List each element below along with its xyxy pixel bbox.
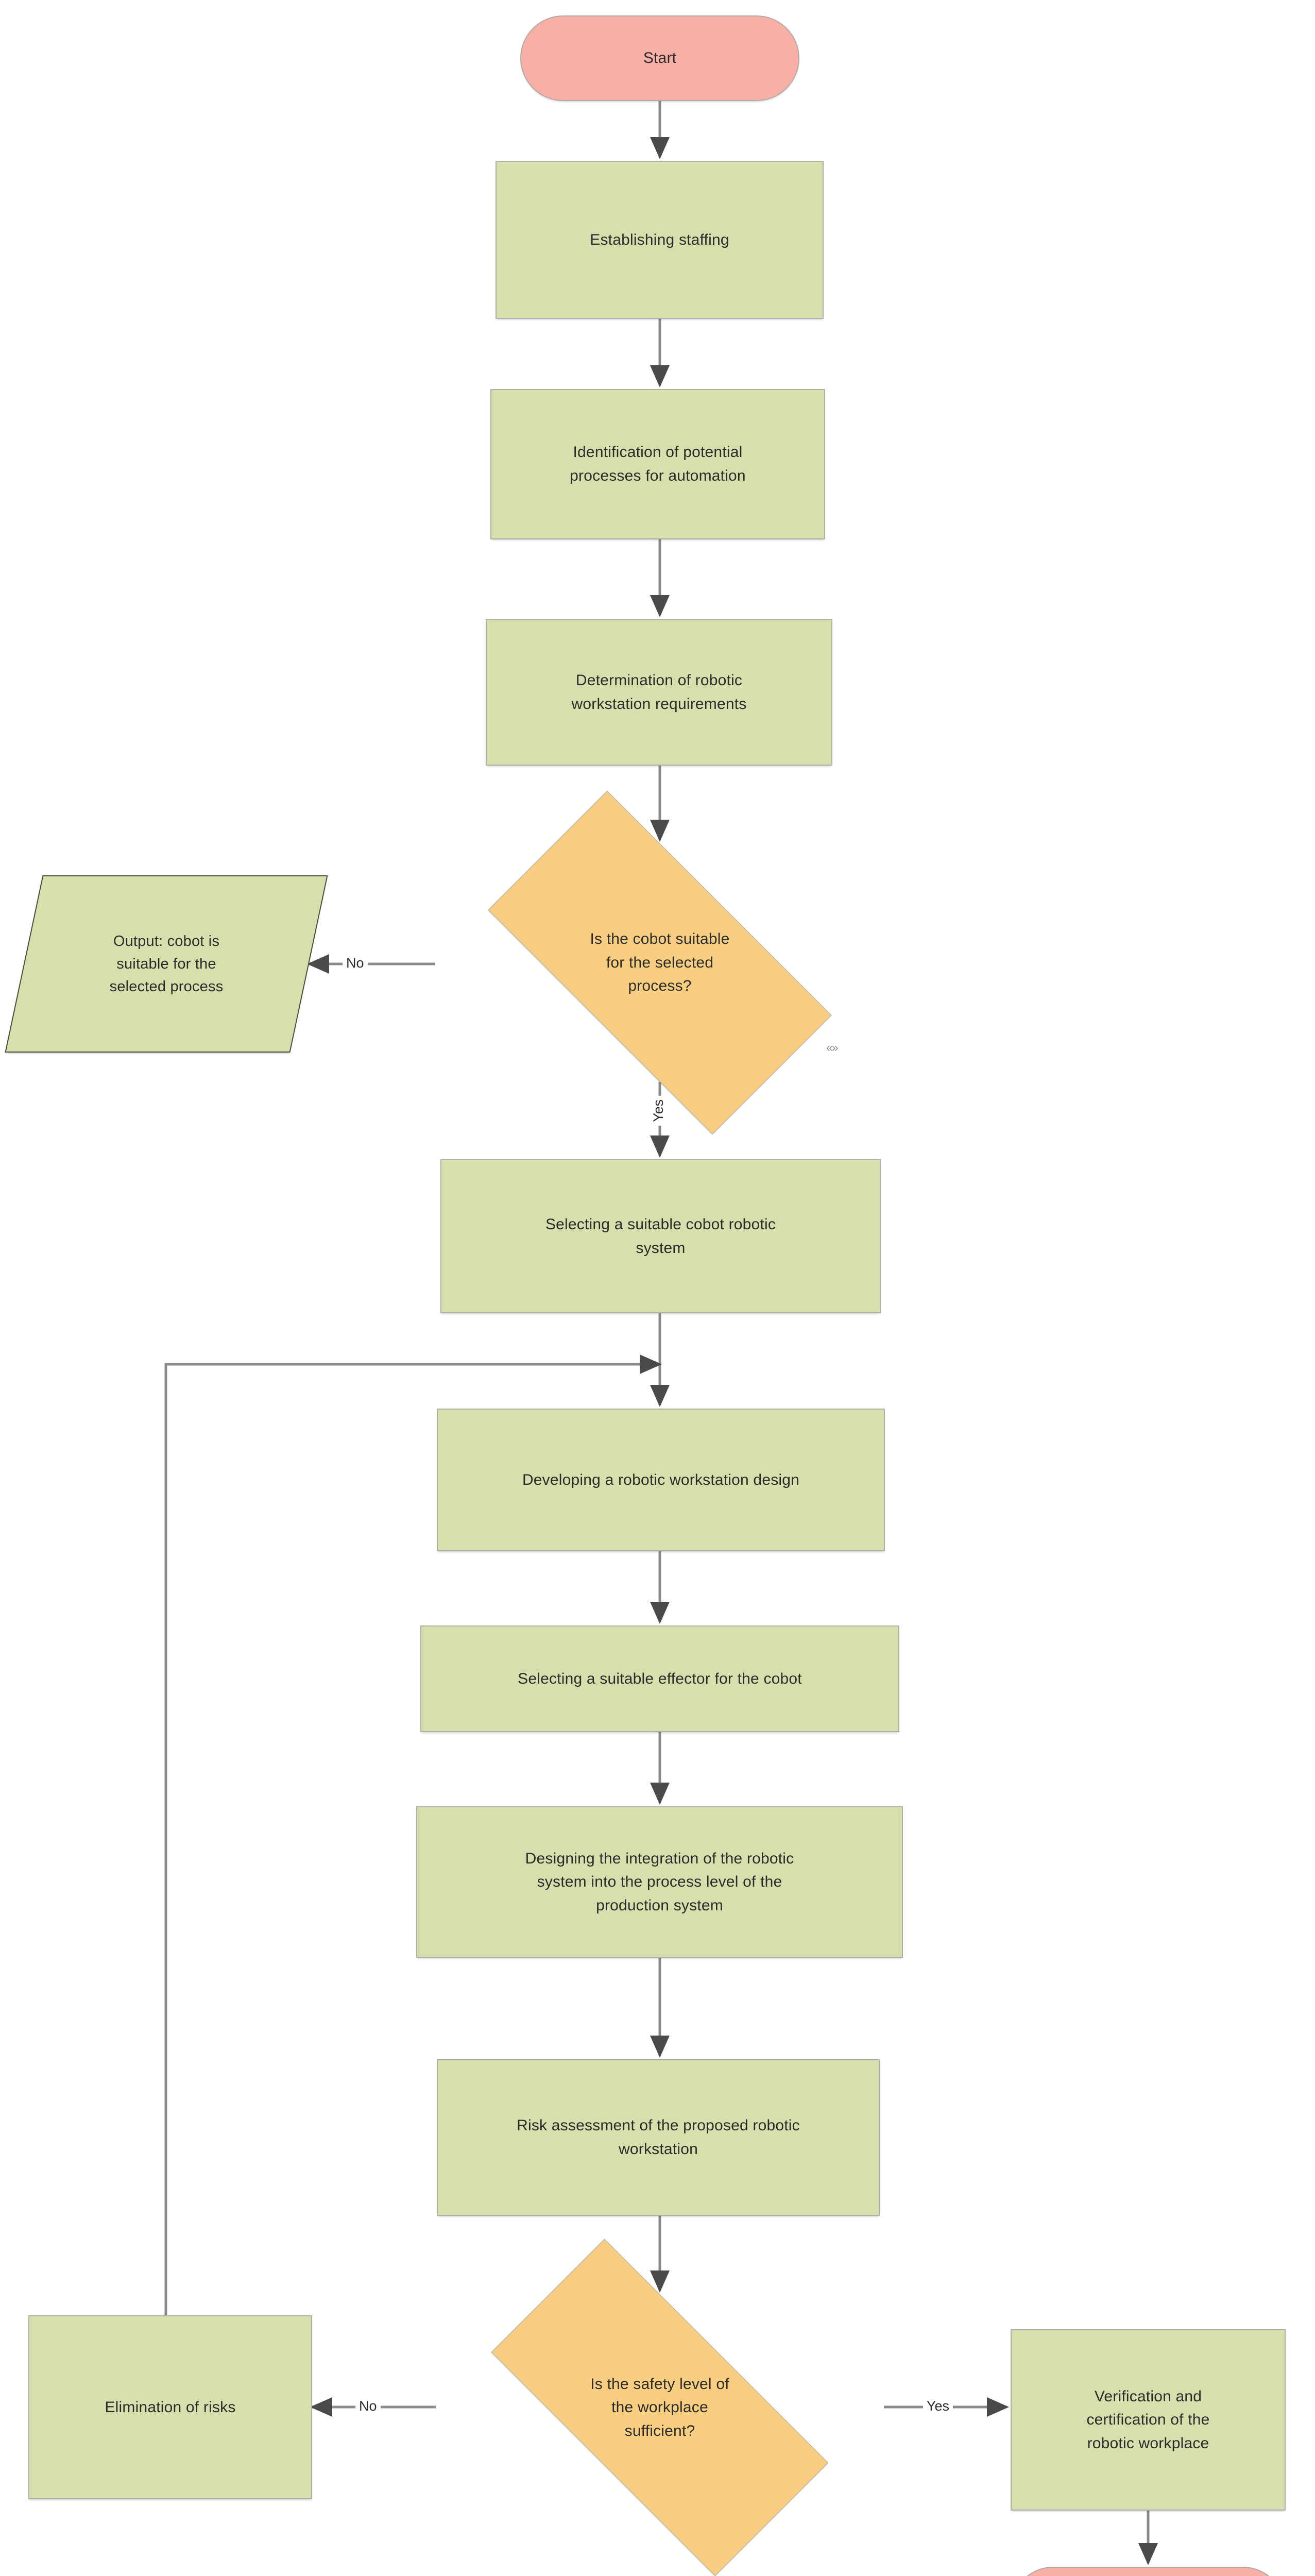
node-identification-of-processes-label: Identification of potential processes fo… (570, 444, 746, 484)
node-design-integration-label: Designing the integration of the robotic… (525, 1850, 794, 1914)
node-workstation-design-label: Developing a robotic workstation design (522, 1471, 800, 1488)
node-identification-of-processes[interactable]: Identification of potential processes fo… (490, 389, 825, 539)
node-determination-of-requirements-label: Determination of robotic workstation req… (571, 671, 747, 713)
node-workstation-design[interactable]: Developing a robotic workstation design (437, 1409, 885, 1551)
edge-label-suitable-yes: Yes (651, 1095, 667, 1126)
node-end[interactable]: End (1011, 2567, 1285, 2576)
edge-label-safety-no: No (355, 2398, 381, 2415)
node-design-integration[interactable]: Designing the integration of the robotic… (416, 1806, 903, 1958)
node-select-cobot-system-label: Selecting a suitable cobot robotic syste… (545, 1215, 776, 1257)
node-establishing-staffing[interactable]: Establishing staffing (496, 161, 824, 319)
node-start[interactable]: Start (520, 15, 799, 101)
node-determination-of-requirements[interactable]: Determination of robotic workstation req… (486, 619, 832, 766)
stray-glyph-artifact: «» (826, 1041, 839, 1054)
edge-label-safety-yes: Yes (923, 2398, 953, 2415)
node-risk-assessment-label: Risk assessment of the proposed robotic … (517, 2117, 800, 2158)
node-select-effector-label: Selecting a suitable effector for the co… (518, 1670, 802, 1687)
node-start-label: Start (643, 49, 677, 67)
node-elimination-of-risks-label: Elimination of risks (105, 2398, 236, 2416)
node-select-effector[interactable]: Selecting a suitable effector for the co… (420, 1625, 899, 1732)
node-elimination-of-risks[interactable]: Elimination of risks (28, 2315, 312, 2499)
node-verification-certification[interactable]: Verification and certification of the ro… (1011, 2329, 1286, 2511)
node-verification-certification-label: Verification and certification of the ro… (1086, 2387, 1210, 2452)
node-risk-assessment[interactable]: Risk assessment of the proposed robotic … (437, 2059, 880, 2216)
node-select-cobot-system[interactable]: Selecting a suitable cobot robotic syste… (440, 1159, 881, 1313)
node-decision-safety-level[interactable]: Is the safety level of the workplace suf… (436, 2239, 884, 2576)
node-decision-cobot-suitable-label: Is the cobot suitable for the selected p… (590, 930, 730, 995)
node-output-cobot-suitable[interactable]: Output: cobot is suitable for the select… (5, 875, 328, 1053)
node-decision-cobot-suitable[interactable]: Is the cobot suitable for the selected p… (435, 790, 884, 1135)
node-establishing-staffing-label: Establishing staffing (590, 231, 729, 248)
edge-label-suitable-no: No (343, 955, 368, 972)
node-decision-safety-level-label: Is the safety level of the workplace suf… (590, 2375, 729, 2439)
node-output-cobot-suitable-label: Output: cobot is suitable for the select… (109, 933, 224, 995)
